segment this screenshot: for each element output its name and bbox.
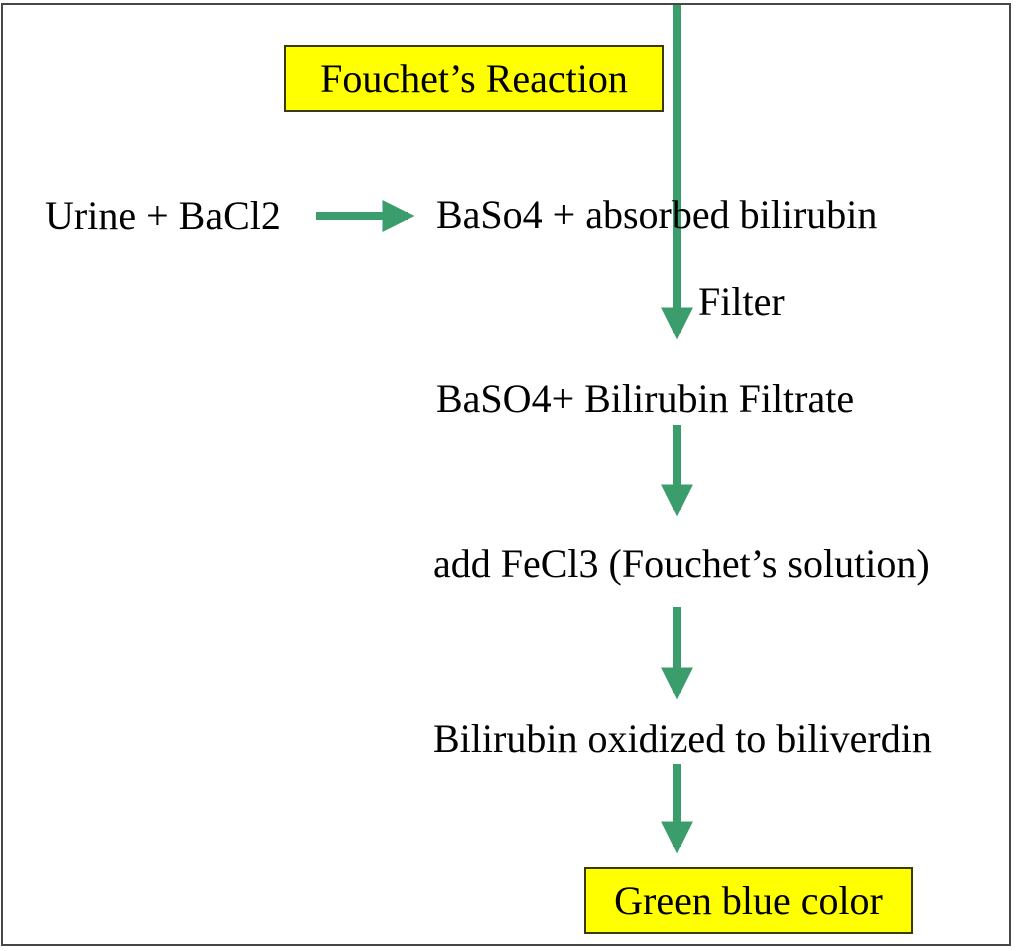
result-box: Green blue color — [584, 867, 913, 934]
node-step2: BaSO4+ Bilirubin Filtrate — [436, 376, 855, 421]
node-reactants: Urine + BaCl2 — [45, 193, 281, 238]
filter-arrow-label: Filter — [698, 279, 785, 324]
node-step3: add FeCl3 (Fouchet’s solution) — [433, 541, 930, 586]
flow-arrows — [316, 5, 681, 248]
title-box: Fouchet’s Reaction — [284, 45, 664, 112]
node-step1: BaSo4 + absorbed bilirubin — [436, 192, 878, 237]
result-label: Green blue color — [614, 878, 883, 923]
diagram-title: Fouchet’s Reaction — [320, 56, 628, 101]
diagram-frame: Fouchet’s Reaction Urine + BaCl2 BaSo4 +… — [1, 3, 1011, 946]
flow-arrows-vertical — [661, 248, 693, 854]
node-step4: Bilirubin oxidized to biliverdin — [433, 716, 932, 761]
